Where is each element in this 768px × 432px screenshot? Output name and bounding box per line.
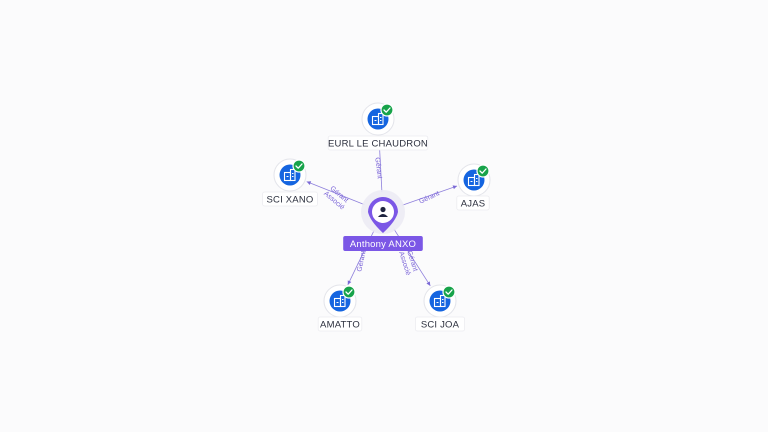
person-name: Anthony ANXO	[350, 239, 416, 250]
check-icon	[292, 159, 306, 173]
building-icon	[467, 173, 480, 187]
building-icon	[371, 112, 384, 126]
edge-role-label: Gérant	[418, 190, 440, 205]
node-label-bg	[327, 135, 429, 151]
edge-arrow	[452, 185, 458, 190]
company-name: EURL LE CHAUDRON	[328, 138, 428, 149]
company-node-scijoa[interactable]: SCI JOA	[414, 284, 465, 332]
edge-arrow	[347, 280, 352, 285]
edge-line	[401, 185, 458, 206]
check-icon	[476, 164, 490, 178]
edge-roles: Gérant	[418, 190, 440, 205]
building-icon	[333, 294, 346, 308]
node-label-bg	[262, 191, 318, 207]
company-name: SCI XANO	[267, 194, 314, 205]
node-label-bg	[317, 316, 363, 332]
company-node-amatto[interactable]: AMATTO	[317, 284, 363, 332]
edge-line	[306, 181, 365, 205]
company-name: SCI JOA	[421, 319, 460, 330]
person-node[interactable]: Anthony ANXO	[343, 190, 423, 251]
edge-roles: Gérant	[373, 157, 383, 179]
node-label-bg	[456, 195, 490, 211]
edge-ajas: Gérant	[401, 185, 458, 206]
check-icon	[380, 103, 394, 117]
building-icon	[283, 168, 296, 182]
building-icon	[433, 294, 446, 308]
nodes: EURL LE CHAUDRON AJAS SCI JOA AMATTO SCI XAN…	[262, 102, 491, 332]
node-label-bg	[414, 316, 465, 332]
company-node-ajas[interactable]: AJAS	[456, 163, 491, 211]
company-name: AMATTO	[320, 319, 360, 330]
company-name: AJAS	[461, 198, 486, 209]
edge-roles: Gérant	[356, 250, 367, 272]
check-icon	[342, 285, 356, 299]
edge-role-label: Gérant	[356, 250, 367, 272]
company-node-eurl[interactable]: EURL LE CHAUDRON	[327, 102, 429, 151]
person-icon	[378, 206, 388, 217]
person-label-bg	[343, 236, 423, 251]
edge-arrow	[426, 281, 431, 286]
edge-role-label: Gérant	[373, 157, 383, 179]
check-icon	[442, 285, 456, 299]
company-node-scixano[interactable]: SCI XANO	[262, 158, 318, 207]
edge-arrow	[306, 181, 312, 185]
